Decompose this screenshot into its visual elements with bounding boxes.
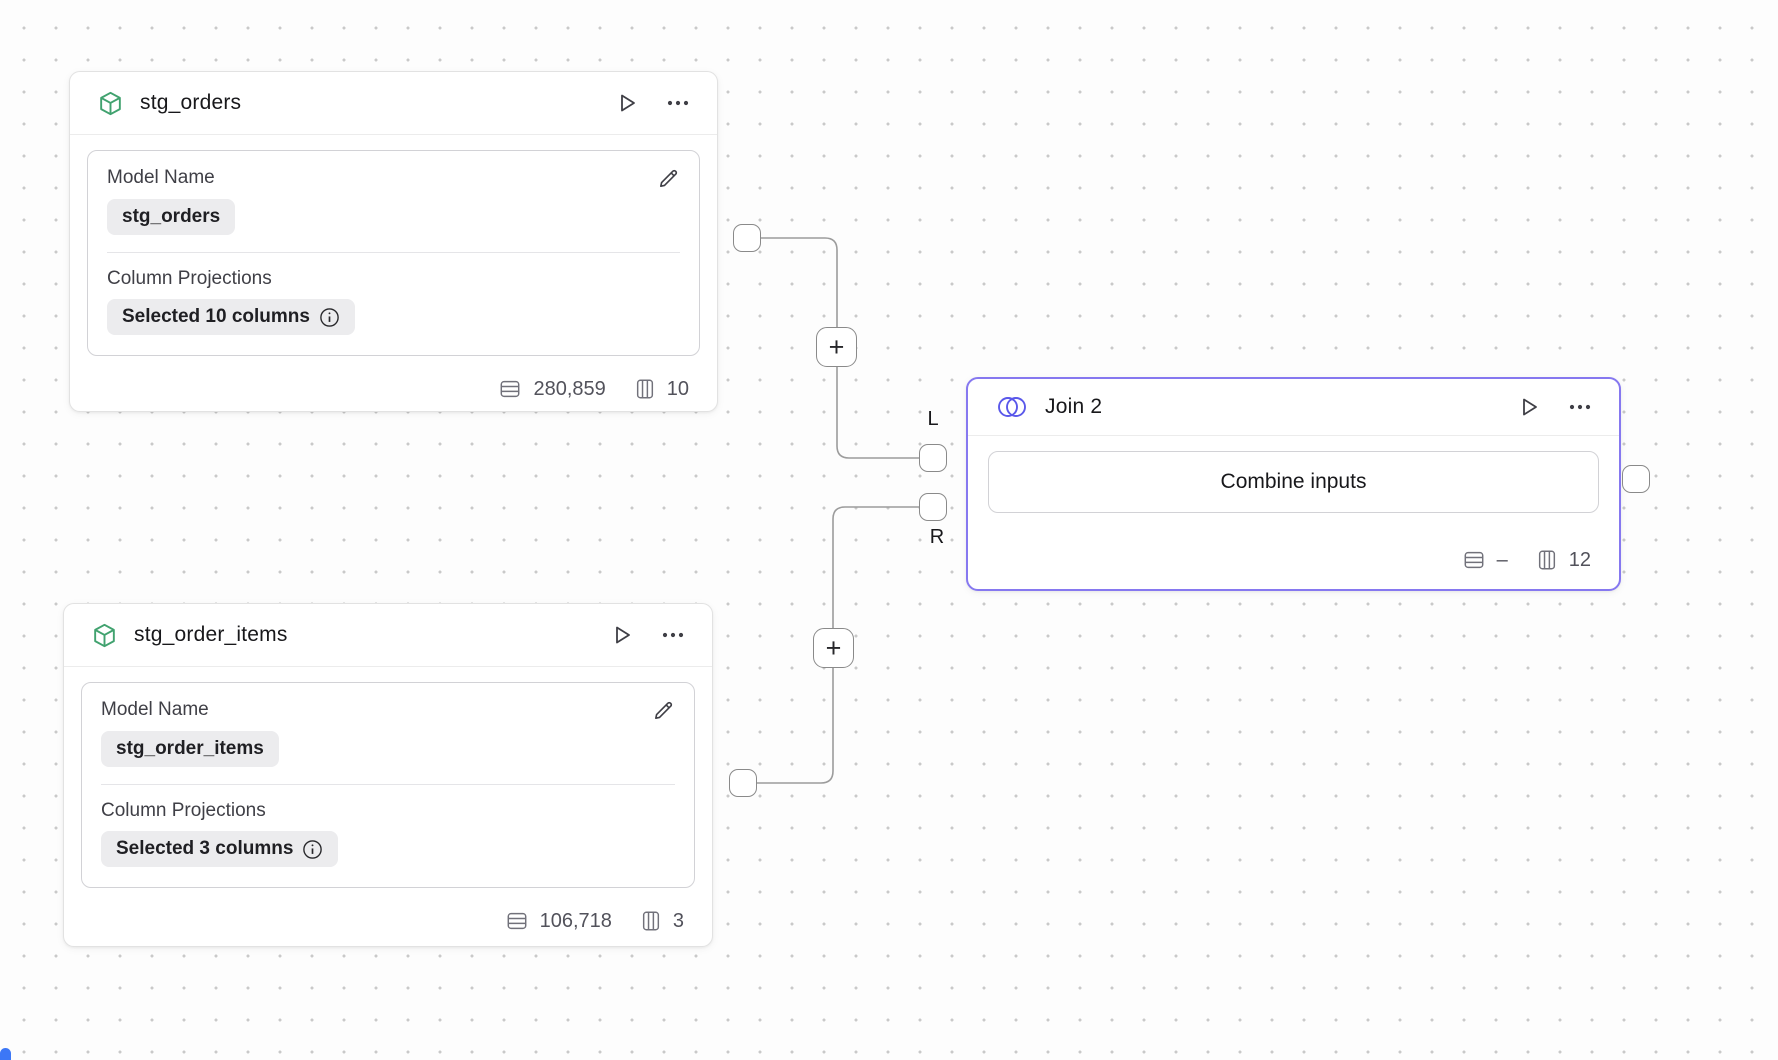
model-name-chip[interactable]: stg_order_items [101,731,279,767]
node-menu-button[interactable] [1568,403,1592,411]
output-port-stg-order-items[interactable] [729,769,757,797]
play-icon [616,626,630,644]
columns-count-icon [642,911,659,931]
row-count-value: 280,859 [533,377,606,400]
info-icon[interactable] [319,307,340,328]
node-stats-footer: 106,718 3 [64,888,712,954]
ellipsis-icon [662,632,684,638]
model-cube-icon [91,622,118,649]
node-title: Join 2 [1045,395,1103,418]
model-name-label: Model Name [107,167,215,188]
rows-count-icon [1464,551,1484,569]
columns-count-icon [636,379,653,399]
join-right-port-label: R [929,526,945,548]
row-count-value: 106,718 [539,909,612,932]
edit-model-name-button[interactable] [657,167,680,190]
column-projections-chip[interactable]: Selected 10 columns [107,299,355,335]
row-count-value: – [1496,548,1508,571]
node-menu-button[interactable] [666,99,690,107]
row-count-stat: 280,859 [498,377,606,401]
columns-count-icon [1538,550,1555,570]
column-projections-chip[interactable]: Selected 3 columns [101,831,339,867]
header-divider [64,666,712,667]
node-join-2[interactable]: Join 2 Combine inputs – [966,377,1621,591]
card-divider [107,252,680,253]
row-count-stat: 106,718 [505,910,612,933]
canvas-corner-accent [0,1048,11,1060]
pencil-icon [660,169,678,187]
play-icon [621,94,635,112]
node-header: Join 2 [968,379,1619,435]
rows-count-icon [501,380,520,398]
column-count-stat: 3 [640,909,684,933]
join-right-input-port[interactable] [919,493,947,521]
run-node-button[interactable] [610,623,634,647]
combine-inputs-button[interactable]: Combine inputs [988,451,1599,513]
card-divider [101,784,675,785]
node-stats-footer: 280,859 10 [70,356,717,422]
column-count-value: 10 [666,377,689,400]
column-count-value: 3 [672,909,684,932]
add-step-on-edge-button-top[interactable]: + [816,327,857,367]
node-config-card: Model Name stg_order_items Column Projec… [81,682,695,888]
model-name-chip[interactable]: stg_orders [107,199,236,235]
header-divider [968,435,1619,436]
column-count-stat: 12 [1536,548,1591,572]
node-header: stg_order_items [64,604,712,666]
node-menu-button[interactable] [661,631,685,639]
edit-model-name-button[interactable] [652,699,675,722]
model-name-label: Model Name [101,699,209,720]
ellipsis-icon [1569,404,1591,410]
column-projections-label: Column Projections [107,268,272,289]
run-node-button[interactable] [1517,395,1541,419]
play-icon [1523,398,1537,416]
row-count-stat: – [1462,549,1508,572]
node-header: stg_orders [70,72,717,134]
add-step-on-edge-button-bottom[interactable]: + [813,628,854,668]
model-cube-icon [97,90,124,117]
join-icon [995,395,1029,419]
node-stg-order-items[interactable]: stg_order_items Model Name [63,603,713,947]
node-stats-footer: – 12 [968,531,1619,589]
rows-count-icon [507,912,527,930]
node-title: stg_order_items [134,623,288,646]
pencil-icon [655,701,673,719]
column-count-stat: 10 [634,377,689,401]
join-left-port-label: L [927,408,939,430]
info-icon[interactable] [302,839,323,860]
node-config-card: Model Name stg_orders Column Projections… [87,150,700,356]
run-node-button[interactable] [615,91,639,115]
column-projections-label: Column Projections [101,800,266,821]
node-stg-orders[interactable]: stg_orders Model Name [69,71,718,412]
output-port-stg-orders[interactable] [733,224,761,252]
column-count-value: 12 [1568,548,1591,571]
ellipsis-icon [667,100,689,106]
join-output-port[interactable] [1622,465,1650,493]
header-divider [70,134,717,135]
join-left-input-port[interactable] [919,444,947,472]
node-title: stg_orders [140,91,242,114]
